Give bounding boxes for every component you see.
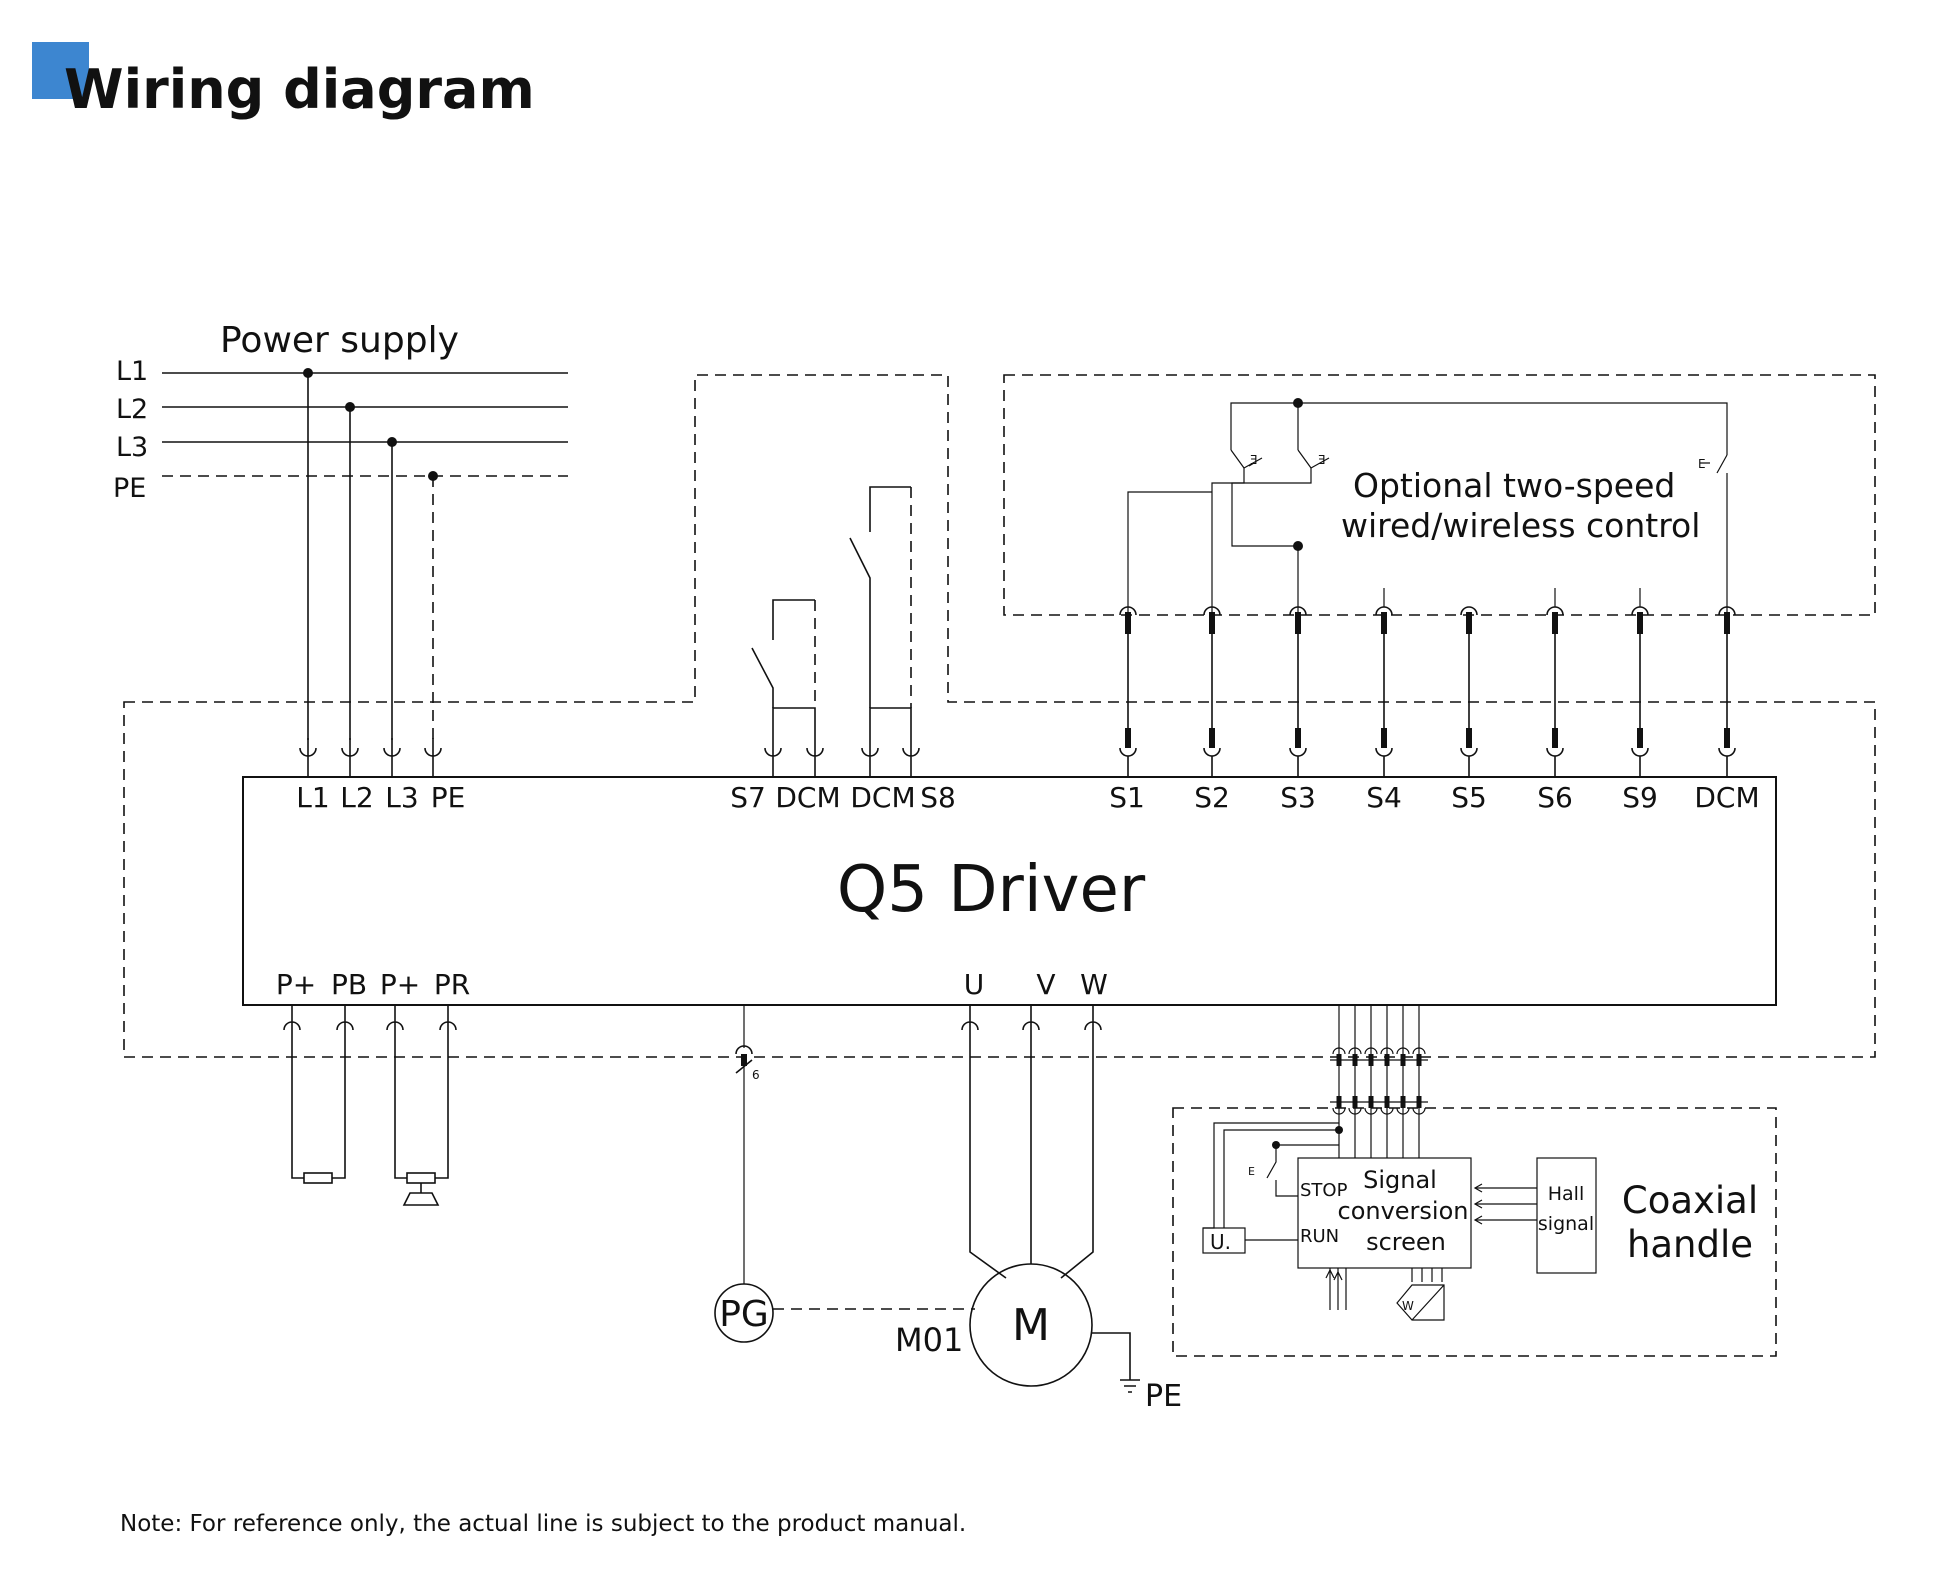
supply-line-label-pe: PE: [113, 473, 146, 504]
title-accent-square: [32, 42, 89, 99]
supply-line-label-l2: L2: [116, 394, 148, 425]
motor-symbol: M: [1012, 1300, 1050, 1351]
coaxial-handle-label-line1: Coaxial: [1622, 1179, 1758, 1222]
supply-line-label-l3: L3: [116, 432, 148, 463]
terminal-label-s7: S7: [730, 781, 766, 814]
terminal-label-s6: S6: [1537, 781, 1573, 814]
footnote: Note: For reference only, the actual lin…: [120, 1511, 966, 1537]
terminal-label-l3: L3: [385, 781, 418, 814]
top-terminal-connectors: [299, 738, 1736, 777]
terminal-label-l2: L2: [340, 781, 373, 814]
motor-ground-label: PE: [1145, 1379, 1182, 1414]
terminal-label-dcm-a: DCM: [775, 781, 840, 814]
terminal-label-p-plus-b: P+: [380, 968, 420, 1001]
encoder-label: PG: [719, 1294, 769, 1335]
svg-text:Ǝ: Ǝ: [1318, 453, 1326, 467]
terminal-label-dcm-c: DCM: [1694, 781, 1759, 814]
motor-tag: M01: [895, 1321, 963, 1359]
terminal-label-p-plus-a: P+: [276, 968, 316, 1001]
motor: M M01 PE: [895, 1005, 1182, 1414]
terminal-label-u: U: [964, 968, 985, 1001]
q5-driver-box: [242, 776, 1777, 1006]
power-supply: Power supply L1 L2 L3 PE: [113, 320, 568, 740]
encoder-pg: 6 PG: [714, 1005, 975, 1343]
svg-text:E: E: [1248, 1165, 1255, 1178]
optional-control-wiring: Ǝ Ǝ E: [1127, 398, 1728, 614]
svg-text:W: W: [1402, 1299, 1414, 1313]
u-indicator-label: U.: [1210, 1230, 1231, 1254]
coaxial-handle-label-line2: handle: [1627, 1223, 1753, 1266]
stop-label: STOP: [1300, 1180, 1348, 1201]
terminal-label-w: W: [1080, 968, 1108, 1001]
coaxial-handle-box: [1172, 1107, 1777, 1357]
terminal-label-s9: S9: [1622, 781, 1658, 814]
optional-control-label-line2: wired/wireless control: [1341, 506, 1700, 545]
optional-control-box: [1003, 374, 1876, 616]
hall-signal: Hall signal: [1473, 1157, 1597, 1274]
handle-internal-wiring: E U.: [1202, 1122, 1343, 1254]
screen-label-line2: conversion: [1338, 1197, 1469, 1225]
terminal-label-s3: S3: [1280, 781, 1316, 814]
terminal-label-pb: PB: [331, 968, 367, 1001]
svg-text:E: E: [1698, 457, 1706, 471]
svg-text:Ǝ: Ǝ: [1250, 453, 1258, 467]
terminal-label-s8: S8: [920, 781, 956, 814]
signal-conversion-screen: Signal conversion screen STOP RUN W: [1297, 1157, 1472, 1321]
power-supply-label: Power supply: [220, 320, 459, 361]
driver-name: Q5 Driver: [837, 853, 1146, 927]
terminal-label-l1: L1: [296, 781, 329, 814]
svg-text:6: 6: [752, 1068, 760, 1082]
screen-label-line3: screen: [1366, 1228, 1446, 1256]
page-title: Wiring diagram: [64, 58, 535, 121]
optional-control-label-line1: Optional two-speed: [1353, 466, 1675, 505]
screen-label-line1: Signal: [1363, 1166, 1437, 1194]
run-label: RUN: [1300, 1226, 1339, 1247]
terminal-label-pe: PE: [431, 781, 466, 814]
handle-cable-bundle: [1330, 1005, 1428, 1158]
hall-label-line2: signal: [1538, 1213, 1594, 1235]
terminal-label-s4: S4: [1366, 781, 1402, 814]
limit-switches: [751, 486, 912, 738]
terminal-label-dcm-b: DCM: [850, 781, 915, 814]
outer-enclosure: [123, 374, 1876, 1058]
hall-label-line1: Hall: [1548, 1183, 1585, 1205]
terminal-label-s2: S2: [1194, 781, 1230, 814]
control-cables: [1119, 588, 1736, 748]
terminal-label-s1: S1: [1109, 781, 1145, 814]
terminal-label-pr: PR: [434, 968, 470, 1001]
supply-line-label-l1: L1: [116, 356, 148, 387]
terminal-label-s5: S5: [1451, 781, 1487, 814]
terminal-label-v: V: [1036, 968, 1055, 1001]
brake-resistor-and-brake: [283, 1005, 457, 1206]
